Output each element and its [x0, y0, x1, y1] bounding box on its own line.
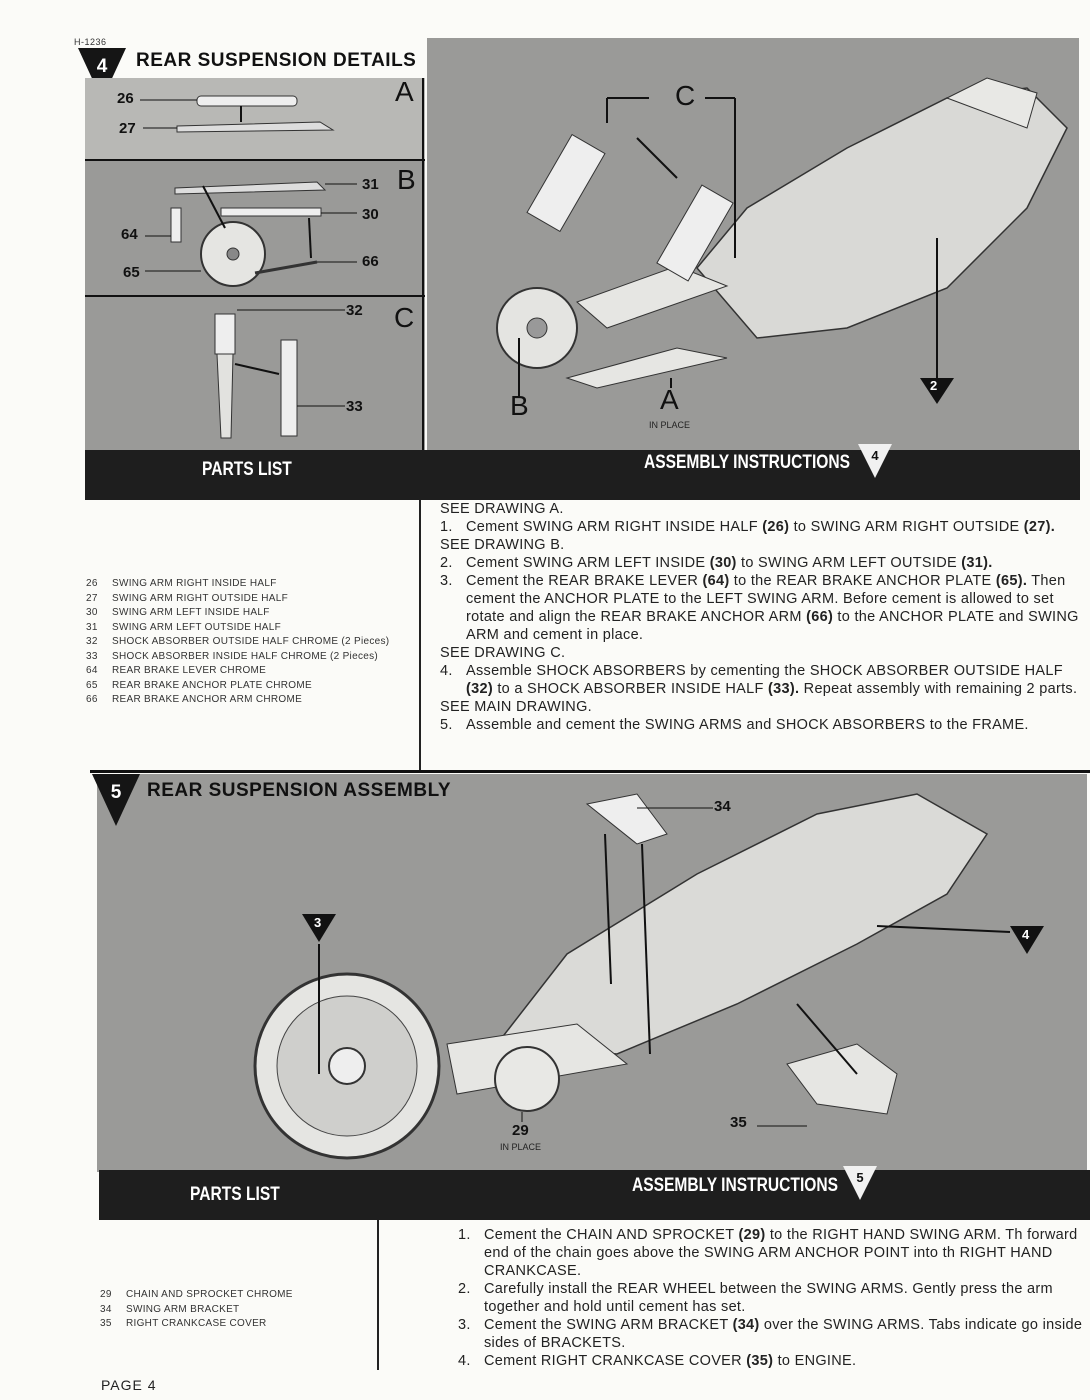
callout-31: 31: [362, 176, 379, 193]
section-4-divider: [419, 500, 421, 770]
page-number: PAGE 4: [101, 1377, 157, 1393]
arrow-4-number: 4: [1022, 927, 1030, 942]
section-5-divider: [377, 1220, 379, 1370]
arrow-3-number: 3: [314, 915, 322, 930]
callout-26: 26: [117, 90, 134, 107]
see-main-drawing: SEE MAIN DRAWING.: [440, 699, 592, 715]
step-3: 3.Cement the SWING ARM BRACKET (34) over…: [458, 1317, 1083, 1351]
drawing-letter-b: B: [397, 164, 416, 195]
step-2: 2.Cement SWING ARM LEFT INSIDE (30) to S…: [440, 555, 993, 571]
step-1: 1.Cement SWING ARM RIGHT INSIDE HALF (26…: [440, 519, 1056, 535]
see-drawing-c: SEE DRAWING C.: [440, 645, 566, 661]
assembly-badge-5-number: 5: [856, 1170, 864, 1185]
step-4: 4.Assemble SHOCK ABSORBERS by cementing …: [440, 663, 1078, 697]
parts-list-heading-5: PARTS LIST: [190, 1184, 280, 1205]
callout-65: 65: [123, 264, 140, 281]
step-4: 4.Cement RIGHT CRANKCASE COVER (35) to E…: [458, 1353, 857, 1369]
main-label-c: C: [675, 80, 696, 111]
section-5-title: REAR SUSPENSION ASSEMBLY: [147, 780, 452, 801]
drawing-letter-a: A: [395, 76, 414, 107]
section-5-bar: [99, 1170, 1090, 1220]
in-place-label: IN PLACE: [649, 420, 691, 430]
step-1: 1.Cement the CHAIN AND SPROCKET (29) to …: [458, 1227, 1078, 1279]
section-4: 4 REAR SUSPENSION DETAILS: [78, 38, 1085, 770]
callout-66: 66: [362, 253, 379, 270]
step-2: 2.Carefully install the REAR WHEEL betwe…: [458, 1281, 1053, 1315]
instructions-4: SEE DRAWING A. 1.Cement SWING ARM RIGHT …: [440, 500, 1085, 734]
callout-32: 32: [346, 302, 363, 319]
assembly-badge-5: 5: [843, 1166, 877, 1200]
step-3: 3.Cement the REAR BRAKE LEVER (64) to th…: [440, 573, 1079, 643]
assembly-badge-4-number: 4: [871, 448, 879, 463]
see-drawing-b: SEE DRAWING B.: [440, 537, 565, 553]
step-5: 5.Assemble and cement the SWING ARMS and…: [440, 717, 1029, 733]
main-label-b: B: [510, 390, 529, 421]
callout-30: 30: [362, 206, 379, 223]
section-4-number: 4: [96, 56, 108, 77]
main-suspension-drawing: [496, 77, 1068, 404]
document-code: H-1236: [74, 37, 107, 47]
section-5-number: 5: [110, 782, 122, 803]
assembly-heading-5: ASSEMBLY INSTRUCTIONS: [632, 1175, 839, 1196]
callout-35: 35: [730, 1114, 747, 1131]
callout-64: 64: [121, 226, 138, 243]
section-5-topline: [90, 770, 1090, 773]
main-label-a: A: [660, 384, 679, 415]
section-5: 5 REAR SUSPENSION ASSEMBLY 34 29 IN PLAC…: [0, 770, 1090, 1400]
parts-list-heading-4: PARTS LIST: [202, 459, 292, 480]
section-5-badge: 5: [92, 774, 140, 826]
see-drawing-a: SEE DRAWING A.: [440, 501, 564, 517]
detail-header-bg: [85, 48, 425, 78]
callout-34: 34: [714, 798, 731, 815]
callout-33: 33: [346, 398, 363, 415]
section-4-title: REAR SUSPENSION DETAILS: [136, 50, 417, 71]
instructions-5: 1.Cement the CHAIN AND SPROCKET (29) to …: [458, 1226, 1088, 1370]
callout-27: 27: [119, 120, 136, 137]
assembly-heading-4: ASSEMBLY INSTRUCTIONS: [644, 452, 851, 473]
callout-29: 29: [512, 1122, 529, 1139]
detail-drawings: [85, 78, 425, 452]
section-4-bar: [85, 450, 1080, 500]
drawing-letter-c: C: [394, 302, 415, 333]
assembly-drawing: [253, 793, 1044, 1160]
assembly-badge-4: 4: [858, 444, 892, 478]
arrow-2-number: 2: [930, 378, 938, 393]
in-place-label-5: IN PLACE: [500, 1142, 542, 1152]
